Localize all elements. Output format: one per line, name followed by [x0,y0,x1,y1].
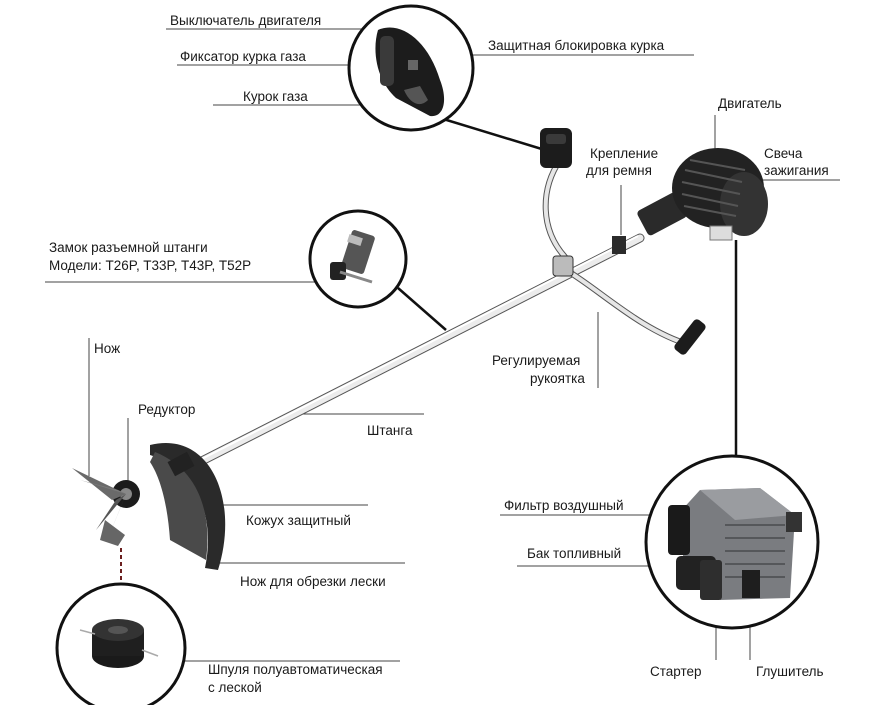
label-air-filter: Фильтр воздушный [504,498,624,513]
label-strap-mount-line2: для ремня [586,163,652,178]
callout-spool [55,582,187,705]
label-shaft: Штанга [367,423,413,438]
label-spool-line2: с леской [208,680,262,695]
label-throttle-trigger: Курок газа [243,89,308,104]
bike-handle [540,128,706,355]
label-spark-plug-line2: зажигания [764,163,829,178]
label-starter: Стартер [650,664,702,679]
label-guard: Кожух защитный [246,513,351,528]
label-shaft-lock-line2: Модели: T26P, T33P, T43P, T52P [49,258,252,273]
callout-grip [347,4,475,132]
label-engine: Двигатель [718,96,782,111]
label-trigger-safety: Защитная блокировка курка [488,38,665,53]
label-line-cutter: Нож для обрезки лески [240,574,386,589]
label-handle-line2: рукоятка [530,371,585,386]
label-spark-plug-line1: Свеча [764,146,803,161]
leader-lines [45,28,840,662]
label-fuel-tank: Бак топливный [527,546,622,561]
label-blade: Нож [94,341,121,356]
label-handle-line1: Регулируемая [492,353,581,368]
connector-shaft-lock [397,287,447,331]
label-spool-line1: Шпуля полуавтоматическая [208,662,383,677]
label-muffler: Глушитель [756,664,824,679]
label-gearbox: Редуктор [138,402,196,417]
engine-body [637,148,768,241]
cutting-head [72,442,226,570]
callout-engine [644,454,820,630]
label-engine-switch: Выключатель двигателя [170,13,322,28]
label-throttle-lock: Фиксатор курка газа [180,49,306,64]
callout-shaft-lock [308,209,408,309]
label-strap-mount-line1: Крепление [590,146,659,161]
connector-grip [439,116,546,152]
label-shaft-lock-line1: Замок разъемной штанги [49,240,208,255]
